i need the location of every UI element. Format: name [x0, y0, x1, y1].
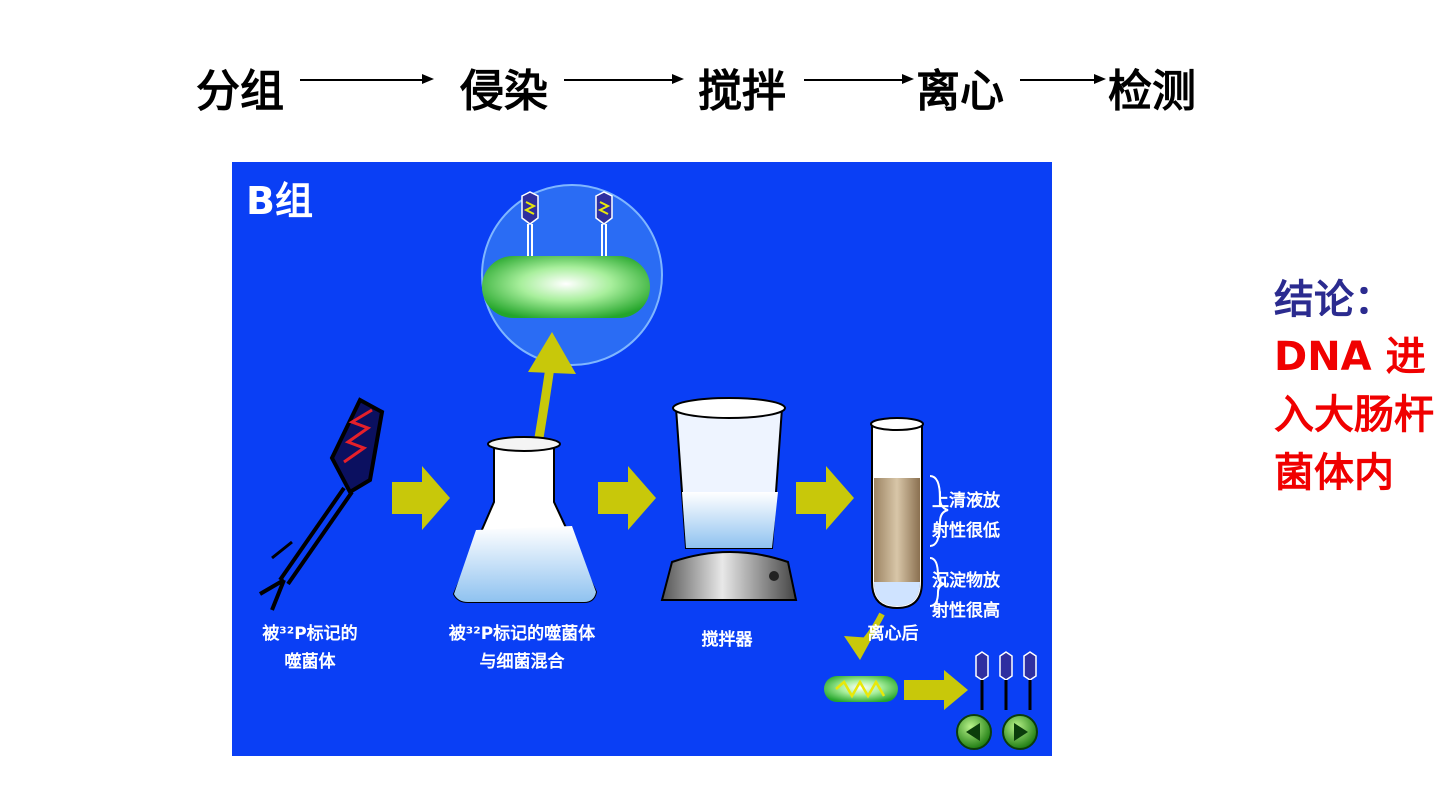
experiment-panel: B组 被³²P标记的 噬菌体 被³²P标记的噬菌体 与细菌混合 搅拌器 离心后 …: [232, 162, 1052, 756]
arrow-icon: [564, 74, 684, 84]
label-stirrer: 搅拌器: [701, 630, 753, 650]
prev-icon[interactable]: [956, 714, 992, 750]
conclusion-text: DNA 进入大肠杆菌体内: [1274, 334, 1434, 496]
step-grouping: 分组: [196, 66, 284, 117]
arrow-icon: [392, 466, 450, 530]
magnified-view: [481, 184, 663, 366]
arrow-icon: [804, 74, 914, 84]
arrow-icon: [904, 670, 968, 710]
bacterium-icon: [482, 256, 650, 318]
phage-icon: [975, 651, 989, 710]
arrow-icon: [796, 466, 854, 530]
step-detection: 检测: [1108, 66, 1196, 117]
flask-icon: [452, 436, 598, 603]
bacterium-icon: [824, 676, 898, 702]
arrow-icon: [1020, 74, 1106, 84]
experiment-illustration: [258, 184, 1038, 750]
label-labeled-phage: 被³²P标记的 噬菌体: [262, 624, 358, 672]
phage-icon: [999, 651, 1013, 710]
arrow-icon: [598, 466, 656, 530]
step-centrifuge: 离心: [916, 66, 1004, 117]
stirrer-icon: [660, 397, 798, 601]
step-infection: 侵染: [460, 66, 548, 117]
conclusion-heading: 结论：: [1274, 277, 1394, 323]
group-label: B组: [246, 179, 313, 223]
label-mixed: 被³²P标记的噬菌体 与细菌混合: [448, 624, 596, 672]
note-sediment: 沉淀物放 射性很高: [932, 571, 1000, 621]
step-stirring: 搅拌: [698, 66, 786, 117]
next-icon[interactable]: [1002, 714, 1038, 750]
arrow-icon: [300, 74, 434, 84]
phage-icon: [1023, 651, 1037, 710]
test-tube-icon: [870, 417, 949, 610]
conclusion: 结论： DNA 进入大肠杆菌体内: [1274, 272, 1434, 502]
phage-icon: [258, 397, 385, 611]
phage-icon: [521, 191, 539, 258]
phage-icon: [595, 191, 613, 258]
note-supernatant: 上清液放 射性很低: [932, 491, 1000, 541]
process-steps: 分组 侵染 搅拌 离心 检测: [0, 0, 1440, 140]
label-after-centrifuge: 离心后: [867, 624, 919, 644]
